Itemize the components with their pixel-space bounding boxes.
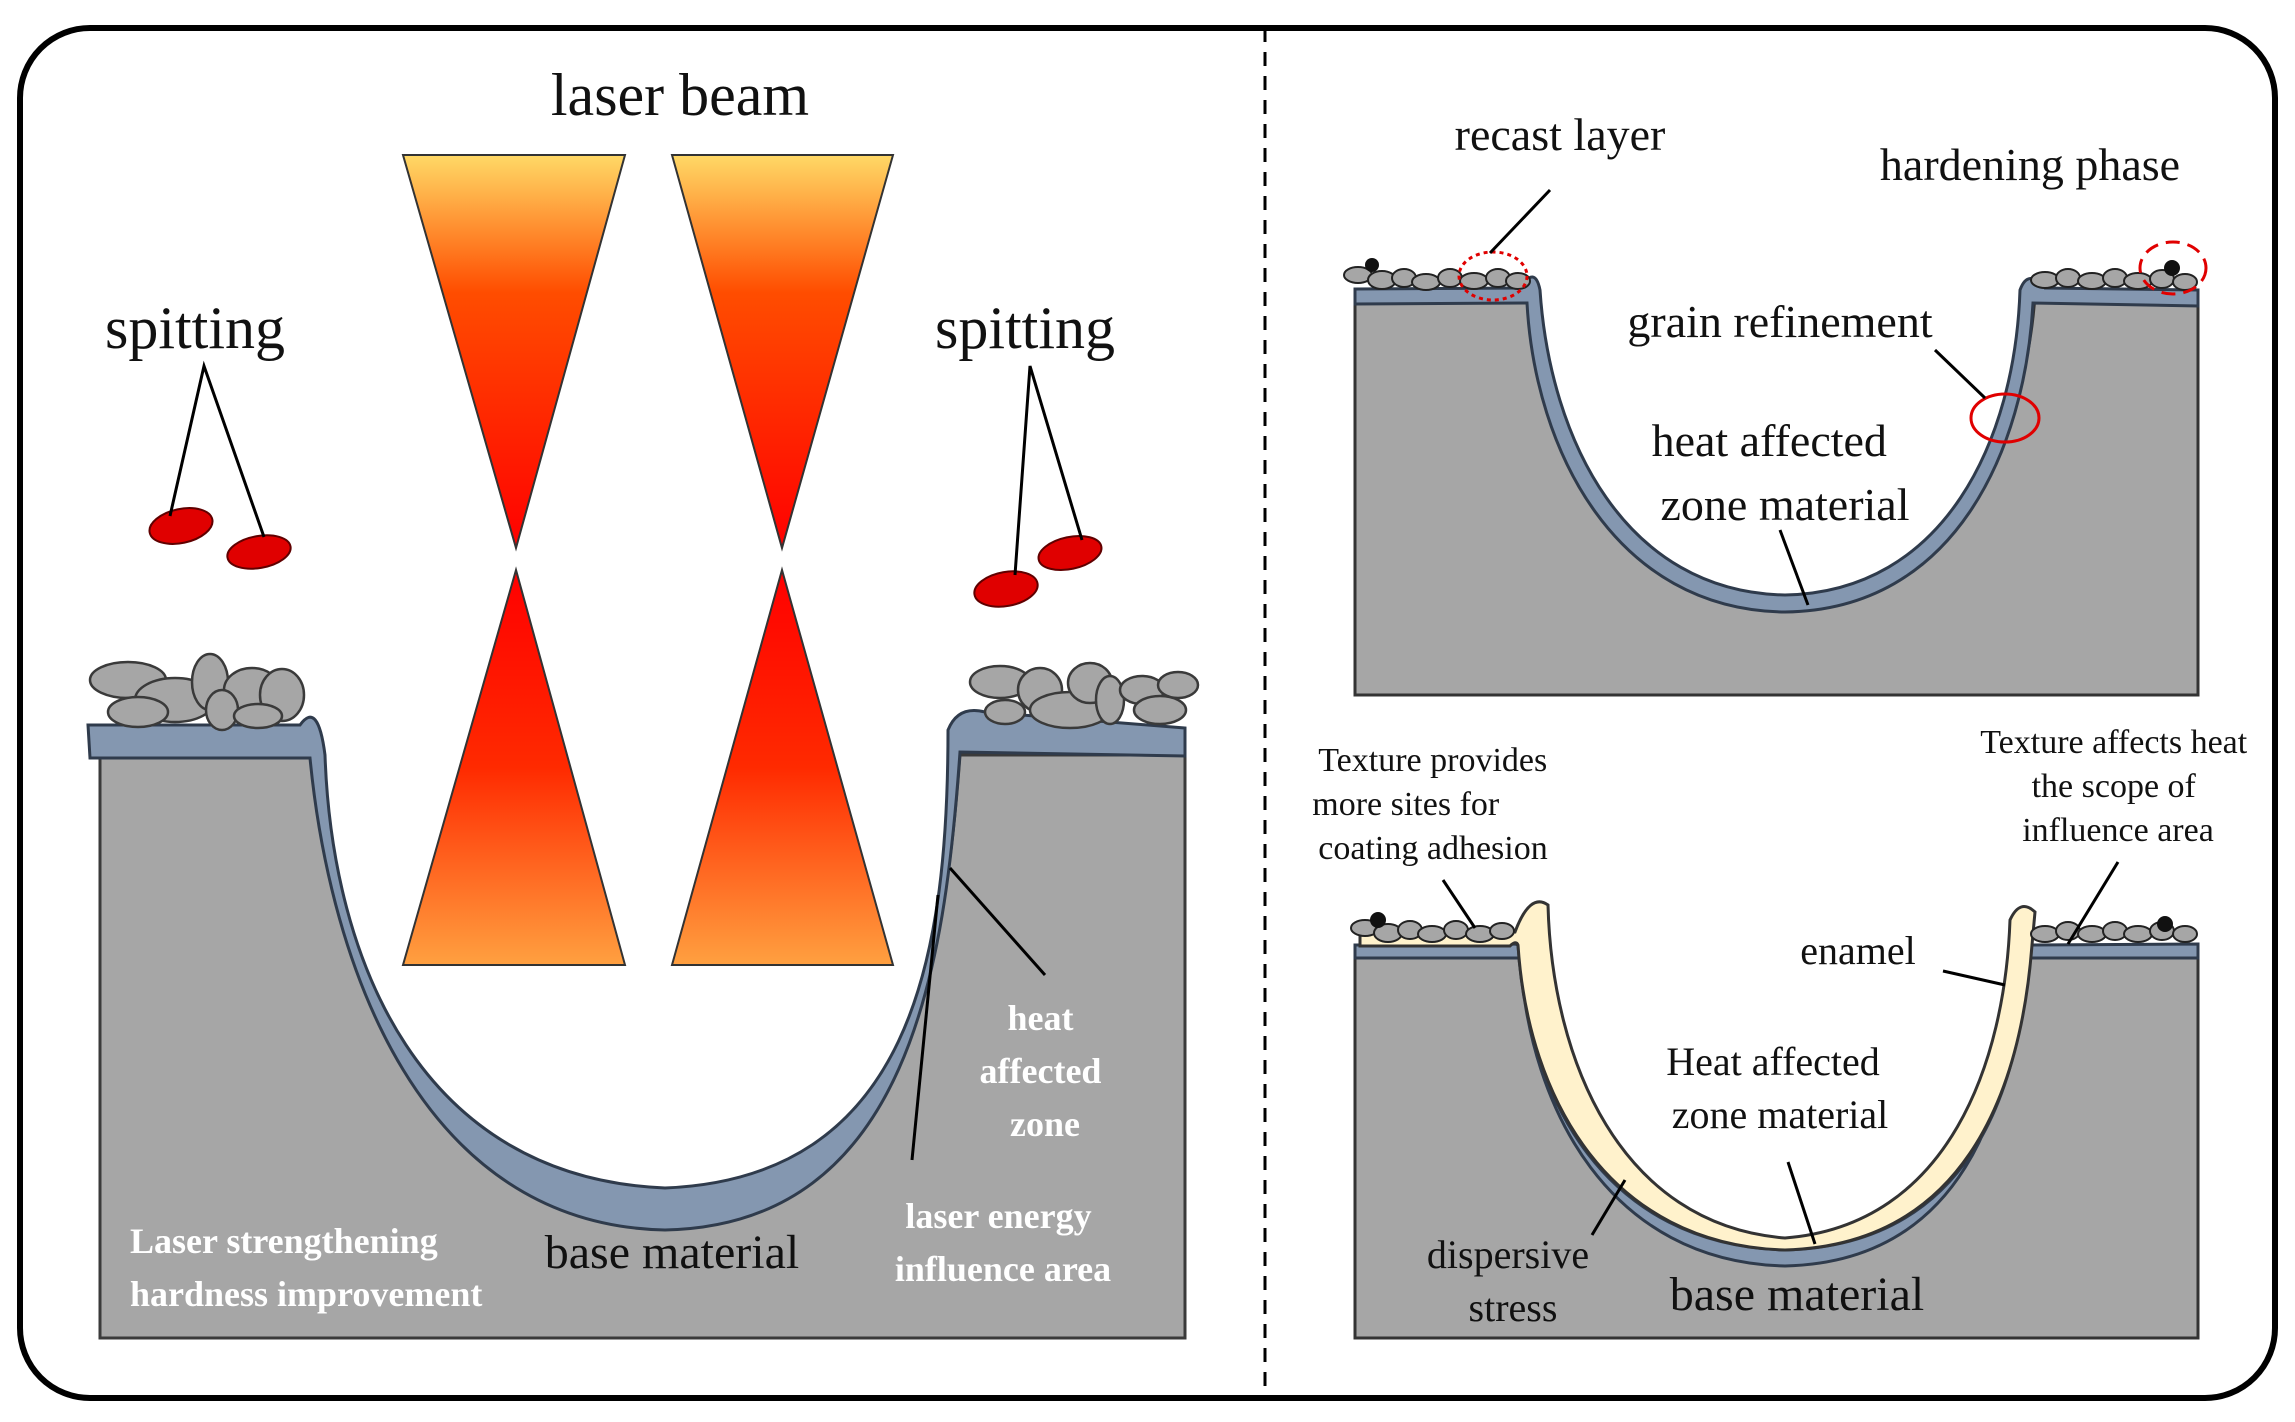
- rt-recast-debris: [1343, 266, 2198, 291]
- texture-heat-leader: [2066, 861, 2120, 945]
- texture-heat-label: Texture affects heat the scope of influe…: [1980, 724, 2255, 849]
- texture-sites-leader: [1441, 879, 1477, 929]
- left-panel: laser beam spitting spitting heat affect…: [86, 62, 1200, 1340]
- texture-sites-label: Texture provides more sites for coating …: [1312, 742, 1555, 867]
- grain-leader: [1933, 348, 1987, 400]
- enamel-label: enamel: [1800, 928, 1916, 973]
- recast-leader: [1488, 188, 1552, 255]
- left-debris: [88, 652, 306, 732]
- rt-hardening-particle-left: [1365, 258, 1379, 272]
- grain-refinement-label: grain refinement: [1627, 296, 1932, 347]
- rb-base-material-label: base material: [1670, 1268, 1925, 1321]
- right-debris: [968, 661, 1200, 730]
- rb-enamel-layer: [1358, 900, 2037, 1252]
- rt-grain-marker: [1969, 392, 2041, 444]
- beam-bottom-left: [401, 566, 627, 966]
- beam-top-right: [670, 154, 895, 552]
- enamel-leader: [1942, 969, 2006, 987]
- rt-hardening-marker: [2138, 240, 2208, 296]
- heat-affected-zone-label: heat affected zone: [980, 998, 1111, 1144]
- beam-top-left: [401, 154, 627, 552]
- spitting-left-label: spitting: [105, 295, 285, 361]
- laser-energy-label: laser energy influence area: [895, 1196, 1111, 1289]
- dispersive-stress-label: dispersive stress: [1427, 1232, 1599, 1330]
- right-top-panel: recast layer hardening phase grain refin…: [1343, 109, 2208, 697]
- laser-strengthening-label: Laser strengthening hardness improvement: [130, 1221, 482, 1314]
- spitting-right-leader: [1013, 365, 1084, 576]
- rb-particle-left: [1370, 912, 1386, 928]
- rb-heat-affected-label: Heat affected zone material: [1666, 1039, 1890, 1137]
- rt-heat-leader: [1778, 529, 1810, 606]
- left-heat-affected-layer: [86, 709, 1187, 1232]
- rt-hardening-particle-right: [2164, 260, 2180, 276]
- heat-zone-leader: [948, 867, 1047, 976]
- laser-beam-title: laser beam: [551, 62, 809, 128]
- rt-heat-affected-label: heat affected zone material: [1652, 415, 1910, 530]
- spitting-left-leader: [168, 360, 266, 538]
- hardening-phase-label: hardening phase: [1880, 139, 2180, 190]
- recast-layer-label: recast layer: [1455, 109, 1666, 160]
- energy-area-leader: [910, 894, 940, 1161]
- spatter-droplets: [148, 507, 1103, 608]
- dispersive-leader: [1590, 1179, 1627, 1236]
- right-bottom-panel: Texture provides more sites for coating …: [1312, 724, 2255, 1340]
- spitting-right-label: spitting: [935, 295, 1115, 361]
- rb-particle-right: [2157, 916, 2173, 932]
- base-material-label: base material: [545, 1226, 800, 1279]
- rb-heat-leader: [1786, 1161, 1817, 1245]
- rt-heat-affected-layer: [1353, 275, 2200, 614]
- beam-bottom-right: [670, 566, 895, 966]
